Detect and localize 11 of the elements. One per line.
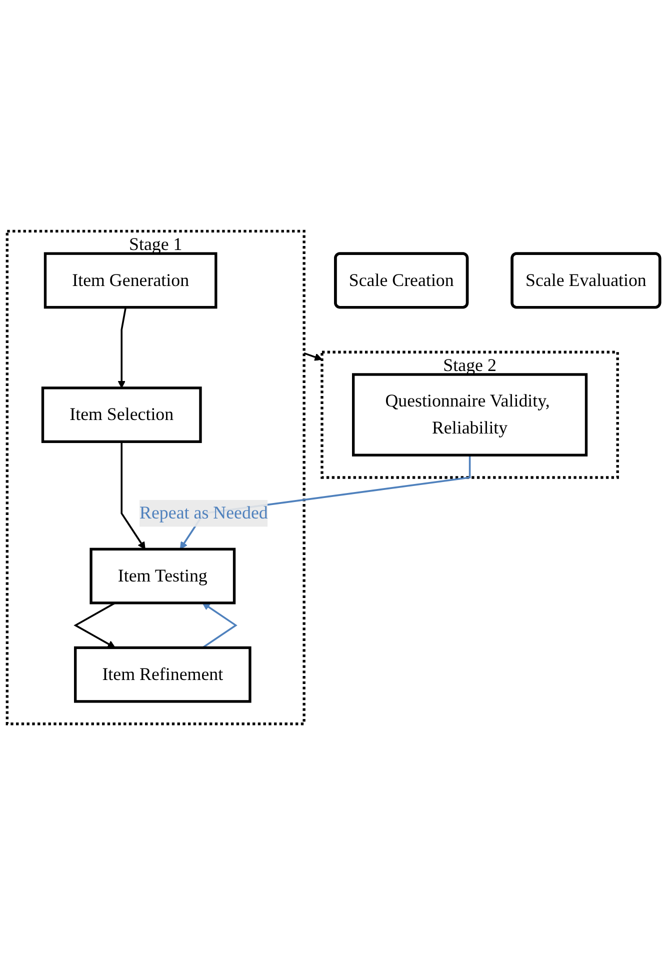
edge-label: Repeat as Needed — [140, 503, 268, 524]
node-box: Item Testing — [90, 548, 236, 604]
arrow — [120, 442, 146, 550]
arrow — [304, 352, 322, 361]
node-box: Questionnaire Validity, Reliability — [352, 373, 588, 456]
node-box: Item Refinement — [74, 646, 252, 703]
arrow — [202, 602, 238, 648]
arrow — [74, 602, 116, 648]
node-box: Item Selection — [41, 386, 202, 443]
node-box: Item Generation — [44, 252, 218, 309]
arrow — [118, 307, 127, 388]
